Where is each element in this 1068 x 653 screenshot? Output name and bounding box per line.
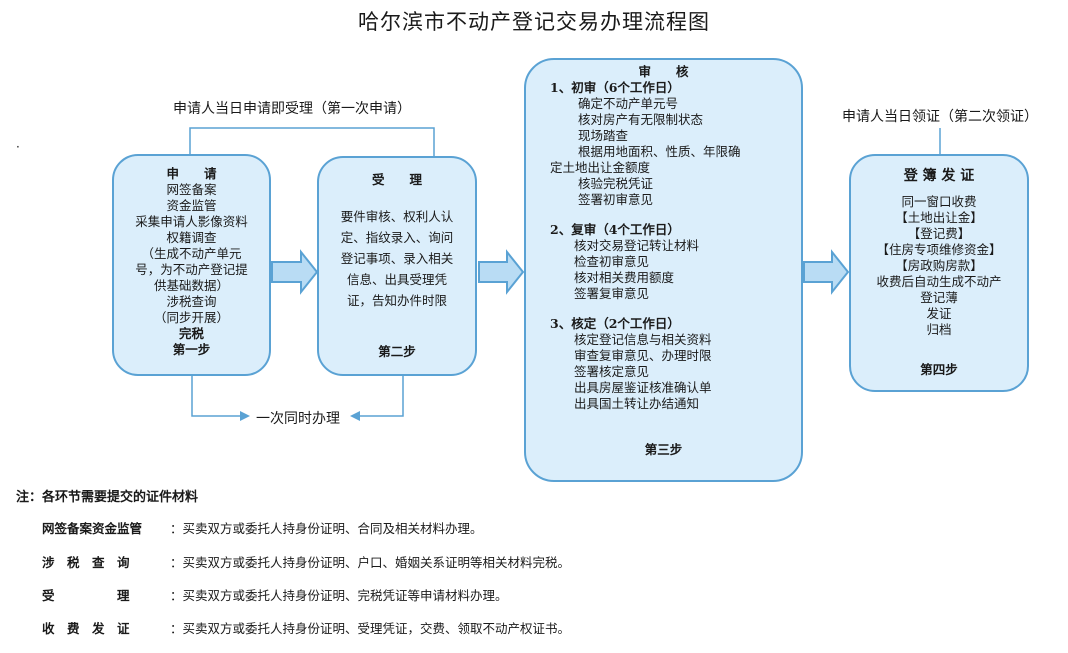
step3-line: 确定不动产单元号 — [578, 96, 679, 111]
step4-line: 【房政购房款】 — [895, 258, 983, 273]
step3-line: 签署核定意见 — [574, 364, 650, 379]
step3-box: 审 核 1、初审（6个工作日） 确定不动产单元号 核对房产有无限制状态 现场踏查… — [524, 58, 803, 482]
step2-line: 信息、出具受理凭 — [346, 272, 447, 287]
arrow-step1-to-step2 — [271, 249, 319, 295]
bottom-bracket-arrowhead-right — [350, 411, 360, 421]
step3-line: 检查初审意见 — [574, 254, 650, 269]
note-value: ：买卖双方或委托人持身份证明、受理凭证，交费、领取不动产权证书。 — [170, 621, 571, 636]
step1-line: 采集申请人影像资料 — [135, 214, 248, 229]
step3-line: 签署初审意见 — [578, 192, 654, 207]
step3-s2-title: 2、复审（4个工作日） — [550, 222, 680, 237]
step3-line: 根据用地面积、性质、年限确 — [578, 144, 741, 159]
step3-line: 出具国土转让办结通知 — [574, 396, 700, 411]
step1-line: 号，为不动产登记提 — [135, 262, 248, 277]
step3-line: 核对交易登记转让材料 — [574, 238, 700, 253]
top-note-left: 申请人当日申请即受理（第一次申请） — [173, 101, 411, 117]
step1-line: 涉税查询 — [166, 294, 217, 309]
step1-line: 供基础数据） — [153, 278, 229, 293]
step1-footer: 第一步 — [172, 342, 211, 357]
step2-line: 证，告知办件时限 — [346, 293, 447, 308]
step3-line: 定土地出让金额度 — [550, 160, 651, 175]
step1-line: 权籍调查 — [166, 230, 217, 245]
step4-heading: 登 簿 发 证 — [903, 168, 975, 184]
step4-line: 登记薄 — [920, 290, 958, 305]
note-key: 涉 税 查 询 — [42, 555, 130, 570]
step2-heading: 受 理 — [371, 172, 422, 187]
note-key: 收 费 发 证 — [42, 621, 130, 636]
step2-line: 定、指纹录入、询问 — [340, 230, 454, 245]
note-item: 受 理 ：买卖双方或委托人持身份证明、完税凭证等申请材料办理。 — [42, 585, 508, 604]
step3-line: 核对房产有无限制状态 — [578, 112, 704, 127]
note-value: ：买卖双方或委托人持身份证明、户口、婚姻关系证明等相关材料完税。 — [170, 555, 571, 570]
top-bracket-line — [189, 127, 435, 156]
step1-bold-line: 完税 — [178, 326, 204, 341]
bottom-note: 一次同时办理 — [256, 411, 340, 427]
step4-line: 发证 — [926, 306, 952, 321]
note-item: 涉 税 查 询 ：买卖双方或委托人持身份证明、户口、婚姻关系证明等相关材料完税。 — [42, 552, 570, 571]
bottom-bracket-left — [191, 376, 240, 417]
step3-line: 核对相关费用额度 — [574, 270, 675, 285]
step2-body: 要件审核、权利人认 定、指纹录入、询问 登记事项、录入相关 信息、出具受理凭 证… — [319, 206, 475, 311]
top-note-right: 申请人当日领证（第二次领证） — [842, 109, 1038, 125]
step4-line: 【住房专项维修资金】 — [876, 242, 1002, 257]
step2-box: 受 理 要件审核、权利人认 定、指纹录入、询问 登记事项、录入相关 信息、出具受… — [317, 156, 477, 376]
note-item: 网签备案资金监管 ：买卖双方或委托人持身份证明、合同及相关材料办理。 — [42, 518, 483, 537]
step4-line: 同一窗口收费 — [901, 194, 977, 209]
step3-line: 核定登记信息与相关资料 — [574, 332, 712, 347]
note-item: 收 费 发 证 ：买卖双方或委托人持身份证明、受理凭证，交费、领取不动产权证书。 — [42, 618, 570, 637]
step1-heading: 申 请 — [166, 166, 217, 181]
step3-s3-title: 3、核定（2个工作日） — [550, 316, 680, 331]
step1-line: （生成不动产单元 — [141, 246, 242, 261]
bottom-bracket-right — [360, 376, 404, 417]
step2-line: 登记事项、录入相关 — [340, 251, 454, 266]
note-key: 网签备案资金监管 — [42, 521, 143, 536]
step4-line: 【土地出让金】 — [895, 210, 983, 225]
arrow-step2-to-step3 — [478, 249, 525, 295]
bottom-bracket-arrowhead-left — [240, 411, 250, 421]
step1-line: 资金监管 — [166, 198, 217, 213]
stray-dot: · — [16, 140, 20, 154]
step3-heading: 审 核 — [638, 64, 689, 79]
step4-line: 归档 — [926, 322, 952, 337]
note-key: 受 理 — [42, 588, 130, 603]
step2-footer: 第二步 — [378, 344, 416, 359]
step4-footer: 第四步 — [920, 362, 958, 377]
step3-line: 审查复审意见、办理时限 — [574, 348, 712, 363]
step3-line: 出具房屋鉴证核准确认单 — [574, 380, 712, 395]
note-value: ：买卖双方或委托人持身份证明、合同及相关材料办理。 — [170, 521, 483, 536]
step1-line: （同步开展） — [153, 310, 229, 325]
step4-line: 收费后自动生成不动产 — [876, 274, 1002, 289]
arrow-step3-to-step4 — [803, 249, 850, 295]
page-title: 哈尔滨市不动产登记交易办理流程图 — [358, 10, 710, 34]
step4-line: 【登记费】 — [907, 226, 971, 241]
note-value: ：买卖双方或委托人持身份证明、完税凭证等申请材料办理。 — [170, 588, 508, 603]
step4-box: 登 簿 发 证 同一窗口收费 【土地出让金】 【登记费】 【住房专项维修资金】 … — [849, 154, 1029, 392]
step3-line: 现场踏查 — [578, 128, 629, 143]
step1-line: 网签备案 — [166, 182, 217, 197]
step3-footer: 第三步 — [644, 442, 683, 457]
step2-line: 要件审核、权利人认 — [340, 209, 454, 224]
step1-box: 申 请 网签备案 资金监管 采集申请人影像资料 权籍调查 （生成不动产单元 号，… — [112, 154, 271, 376]
step3-line: 核验完税凭证 — [578, 176, 654, 191]
notes-heading: 注：各环节需要提交的证件材料 — [16, 490, 199, 505]
step3-line: 签署复审意见 — [574, 286, 650, 301]
step3-s1-title: 1、初审（6个工作日） — [550, 80, 680, 95]
